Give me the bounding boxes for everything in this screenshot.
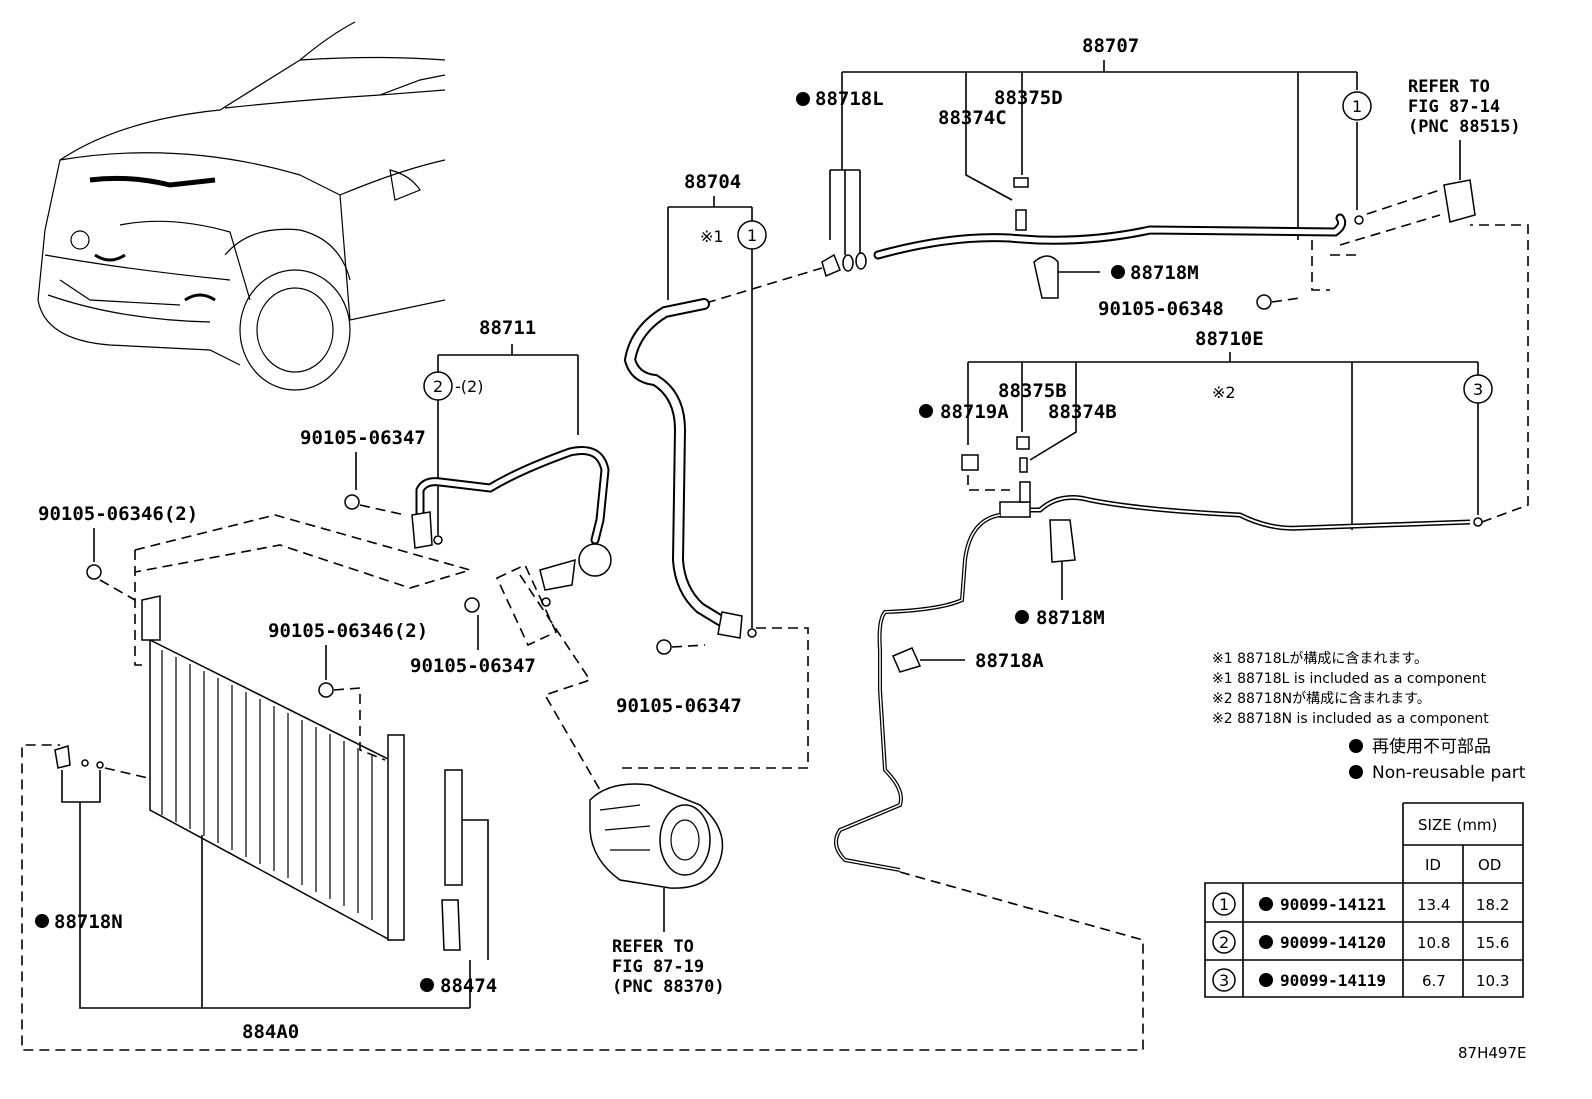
note-line-3: ※2 88718Nが構成に含まれます。 [1212, 691, 1431, 707]
note-88704: ※1 [700, 227, 724, 246]
svg-text:1: 1 [1352, 97, 1362, 116]
table-row: 1 90099-14121 13.4 18.2 [1212, 892, 1509, 916]
refer-bottom-line2: FIG 87-19 [612, 957, 704, 977]
table-od: 10.3 [1476, 972, 1509, 990]
label-88718M-mid: 88718M [1036, 607, 1105, 629]
table-part-no: 90099-14120 [1280, 933, 1386, 952]
table-header-size: SIZE (mm) [1418, 816, 1497, 834]
condenser-884A0-group: 90105-06346(2) 90105-06346(2) 88718N 884… [35, 503, 497, 1043]
svg-text:1: 1 [747, 226, 757, 245]
figure-code: 87H497E [1458, 1044, 1526, 1062]
clamp-88718M-top [1033, 255, 1059, 299]
svg-text:2: 2 [1219, 933, 1229, 952]
table-od: 18.2 [1476, 896, 1509, 914]
clip-88718L [821, 253, 841, 278]
oring-marker-1-top [1342, 91, 1372, 121]
compressor: REFER TO FIG 87-19 (PNC 88370) [589, 783, 725, 997]
component-notes: ※1 88718Lが構成に含まれます。 ※1 88718L is include… [1212, 651, 1526, 783]
table-part-no: 90099-14119 [1280, 971, 1386, 990]
bolt-90105-06347-a [344, 494, 360, 510]
label-88374B: 88374B [1048, 401, 1117, 423]
legend-en: Non-reusable part [1372, 763, 1526, 783]
vehicle-illustration [37, 21, 446, 391]
svg-text:2: 2 [433, 377, 443, 396]
label-88375B: 88375B [998, 380, 1067, 402]
pipe-88710E-group: 88710E ※2 3 88375B 88719A 88374B 88718M … [21, 224, 1529, 1051]
refer-bottom-line1: REFER TO [612, 937, 694, 957]
table-header-od: OD [1478, 856, 1501, 874]
condenser-core [149, 638, 391, 942]
bolt-90105-06348 [1256, 294, 1272, 310]
refer-top-line1: REFER TO [1408, 77, 1490, 97]
table-part-no: 90099-14121 [1280, 895, 1386, 914]
label-88710E: 88710E [1195, 328, 1264, 350]
label-884A0: 884A0 [242, 1021, 299, 1043]
hose-88704-group: 88704 ※1 1 90105-06347 [616, 171, 809, 769]
svg-text:3: 3 [1473, 380, 1483, 399]
label-88375D: 88375D [994, 87, 1063, 109]
refer-top-line3: (PNC 88515) [1408, 117, 1521, 137]
table-id: 6.7 [1422, 972, 1446, 990]
refer-bottom-line3: (PNC 88370) [612, 977, 725, 997]
table-id: 10.8 [1417, 934, 1450, 952]
note-line-1: ※1 88718Lが構成に含まれます。 [1212, 651, 1428, 667]
label-88718N: 88718N [54, 911, 123, 933]
label-88718L: 88718L [815, 88, 884, 110]
bolt-90105-06346-b [318, 682, 334, 698]
condenser-tank [387, 734, 405, 941]
clamp-88718A [892, 647, 922, 673]
desiccant-88474 [444, 769, 463, 886]
label-88718M-top: 88718M [1130, 262, 1199, 284]
label-90105-06348: 90105-06348 [1098, 298, 1224, 320]
label-90105-06347-c: 90105-06347 [616, 695, 742, 717]
label-90105-06347-b: 90105-06347 [410, 655, 536, 677]
qty-88711: -(2) [455, 377, 483, 396]
label-88707: 88707 [1082, 35, 1139, 57]
label-88719A: 88719A [940, 401, 1009, 423]
label-88718A: 88718A [975, 650, 1044, 672]
label-90105-06346-a: 90105-06346(2) [38, 503, 198, 525]
label-88374C: 88374C [938, 107, 1007, 129]
valve-88515 [1443, 179, 1476, 223]
label-90105-06346-b: 90105-06346(2) [268, 620, 428, 642]
table-row: 2 90099-14120 10.8 15.6 [1212, 930, 1509, 954]
pipe-88707-group: 88707 1 88718L 88375D 88374C REFER TO FI… [705, 35, 1521, 320]
table-od: 15.6 [1476, 934, 1509, 952]
bolt-90105-06346-a [86, 564, 102, 580]
label-90105-06347-a: 90105-06347 [300, 427, 426, 449]
note-line-2: ※1 88718L is included as a component [1212, 671, 1487, 687]
bracket-88718N [54, 745, 71, 769]
size-table: SIZE (mm) ID OD 1 90099-14121 13.4 18.2 … [1204, 802, 1524, 998]
bolt-90105-06347-c [656, 639, 672, 655]
non-reusable-dot [796, 92, 810, 106]
bolt-90105-06347-b [464, 597, 480, 613]
clamp-88718M-mid [1049, 519, 1076, 563]
label-88704: 88704 [684, 171, 741, 193]
svg-text:3: 3 [1219, 971, 1229, 990]
refer-top-line2: FIG 87-14 [1408, 97, 1500, 117]
pipe-88711-group: 88711 2 -(2) 90105-06347 90105-06347 [300, 317, 612, 791]
svg-text:1: 1 [1219, 895, 1229, 914]
table-row: 3 90099-14119 6.7 10.3 [1212, 968, 1509, 992]
table-header-id: ID [1425, 856, 1441, 874]
label-88711: 88711 [479, 317, 536, 339]
legend-jp: 再使用不可部品 [1372, 736, 1491, 757]
note-88710E: ※2 [1212, 383, 1236, 402]
table-id: 13.4 [1417, 896, 1450, 914]
note-line-4: ※2 88718N is included as a component [1212, 711, 1489, 727]
label-88474: 88474 [440, 975, 497, 997]
